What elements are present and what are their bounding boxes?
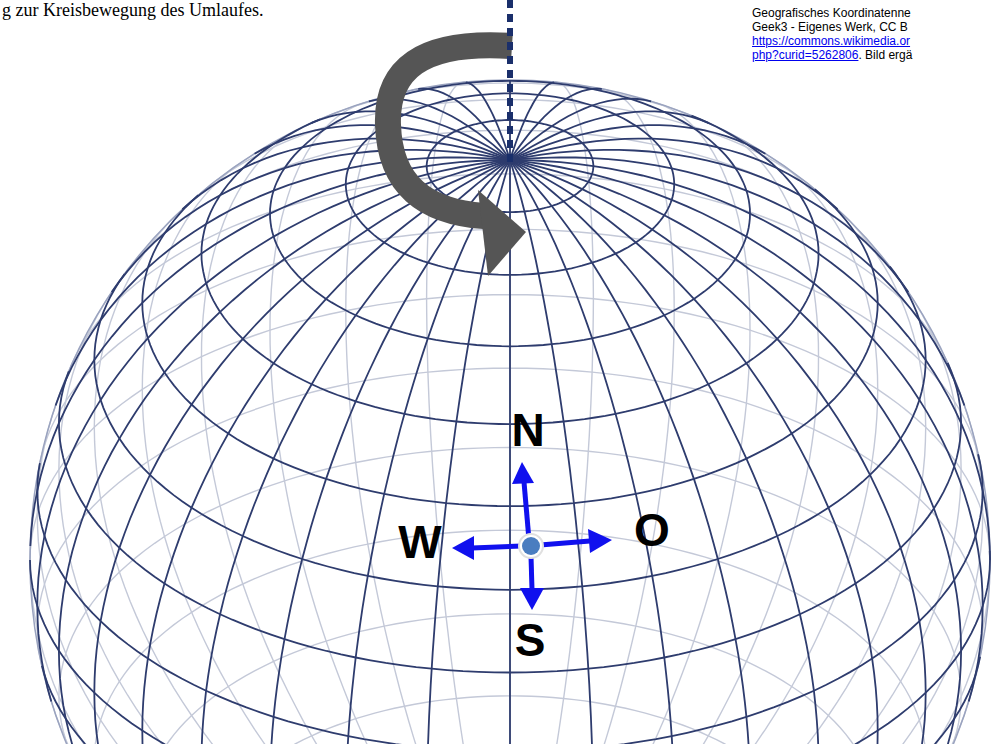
grid-line-hidden xyxy=(510,100,815,190)
grid-line xyxy=(510,125,765,160)
grid-line xyxy=(510,160,983,702)
direction-arrows xyxy=(452,462,612,610)
direction-letter: S xyxy=(515,616,546,664)
grid-line xyxy=(509,80,511,160)
attribution-text: . Bild ergä xyxy=(858,48,912,62)
grid-line-hidden xyxy=(510,130,890,266)
grid-line-hidden xyxy=(40,229,510,463)
globe-grid-back xyxy=(30,80,990,744)
attribution-link: php?curid=5262806 xyxy=(752,48,858,62)
attribution-text: Geek3 - Eigenes Werk, CC B xyxy=(752,20,908,34)
rotation-arrow xyxy=(388,45,526,276)
rotation-axis xyxy=(507,0,513,162)
grid-line-hidden xyxy=(51,702,510,744)
grid-line xyxy=(142,160,510,744)
grid-line-hidden xyxy=(510,292,961,744)
globe-outline xyxy=(30,80,990,744)
grid-line xyxy=(510,160,750,744)
grid-line xyxy=(510,150,908,292)
grid-line xyxy=(37,160,510,702)
grid-line-hidden xyxy=(59,292,510,744)
grid-line xyxy=(466,82,510,160)
attribution-text: Geografisches Koordinatenne xyxy=(752,6,911,20)
grid-line xyxy=(510,160,674,744)
grid-line-hidden xyxy=(510,448,961,744)
grid-line-hidden xyxy=(510,368,983,657)
globe-grid-front xyxy=(30,80,990,744)
grid-line-hidden xyxy=(510,702,969,744)
grid-line-hidden xyxy=(59,448,510,744)
grid-line xyxy=(94,160,510,744)
grid-line xyxy=(510,160,878,744)
direction-letter: O xyxy=(634,506,670,554)
intro-text: g zur Kreisbewegung des Umlaufes. xyxy=(2,0,263,20)
grid-line-hidden xyxy=(37,368,510,666)
grid-line xyxy=(510,160,593,744)
grid-line xyxy=(510,160,990,560)
grid-line xyxy=(312,111,510,160)
direction-letter: N xyxy=(511,406,544,454)
grid-line xyxy=(510,82,554,160)
attribution-link: https://commons.wikimedia.or xyxy=(752,34,910,48)
grid-line-hidden xyxy=(510,89,674,744)
grid-line xyxy=(42,657,980,744)
grid-line xyxy=(510,160,819,744)
direction-letter: W xyxy=(398,518,441,566)
grid-line xyxy=(510,157,964,405)
grid-line xyxy=(510,139,838,210)
grid-line xyxy=(59,160,510,744)
grid-line-hidden xyxy=(510,154,878,744)
grid-line-hidden xyxy=(142,154,510,744)
grid-line xyxy=(270,160,510,744)
grid-line xyxy=(510,160,961,744)
